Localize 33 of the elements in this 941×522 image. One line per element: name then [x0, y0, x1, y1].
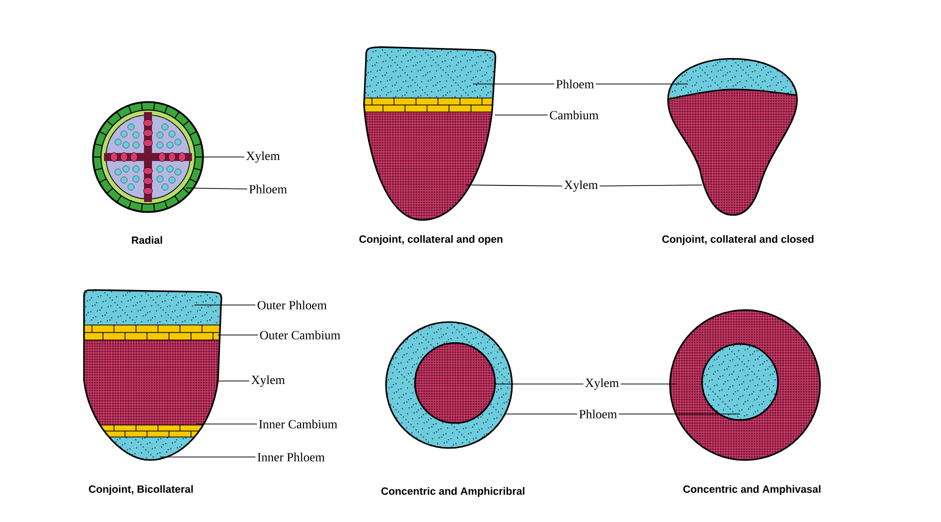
leader-line	[218, 334, 258, 336]
figure-caption: Concentric and Amphicribral	[381, 487, 524, 497]
figure-caption: Radial	[132, 236, 162, 244]
leader-line	[194, 304, 256, 306]
label-text: Xylem	[564, 180, 598, 192]
leader-line	[466, 184, 563, 186]
label-text: Phloem	[249, 184, 287, 194]
label-text: Outer Cambium	[260, 330, 340, 340]
figure-caption: Concentric and Amphivasal	[683, 485, 820, 495]
figure-caption: Conjoint, Bicollateral	[88, 485, 193, 495]
figure-caption: Conjoint, collateral and open	[359, 235, 502, 245]
leader-line	[186, 188, 248, 190]
vascular-bundle-drawing	[92, 101, 204, 213]
label-text: Outer Phloem	[258, 300, 327, 310]
leader-line	[494, 114, 548, 116]
leader-line	[216, 380, 250, 382]
leader-line	[160, 456, 256, 458]
vascular-bundle-drawing	[667, 58, 798, 216]
label-text: Xylem	[251, 375, 285, 387]
label-text: Xylem	[585, 378, 619, 390]
label-text: Cambium	[550, 110, 598, 120]
vascular-bundle-drawing	[363, 46, 496, 221]
label-text: Phloem	[556, 80, 594, 88]
leader-line	[599, 184, 702, 186]
leader-line	[198, 156, 245, 158]
label-text: Phloem	[579, 410, 617, 418]
label-text: Xylem	[246, 151, 280, 163]
figure-caption: Conjoint, collateral and closed	[662, 235, 814, 245]
vascular-bundle-drawing	[83, 289, 222, 461]
label-text: Inner Phloem	[258, 452, 325, 462]
label-text: Inner Cambium	[259, 420, 338, 428]
vascular-bundle-drawing	[669, 309, 821, 461]
vascular-bundle-drawing	[385, 321, 513, 449]
